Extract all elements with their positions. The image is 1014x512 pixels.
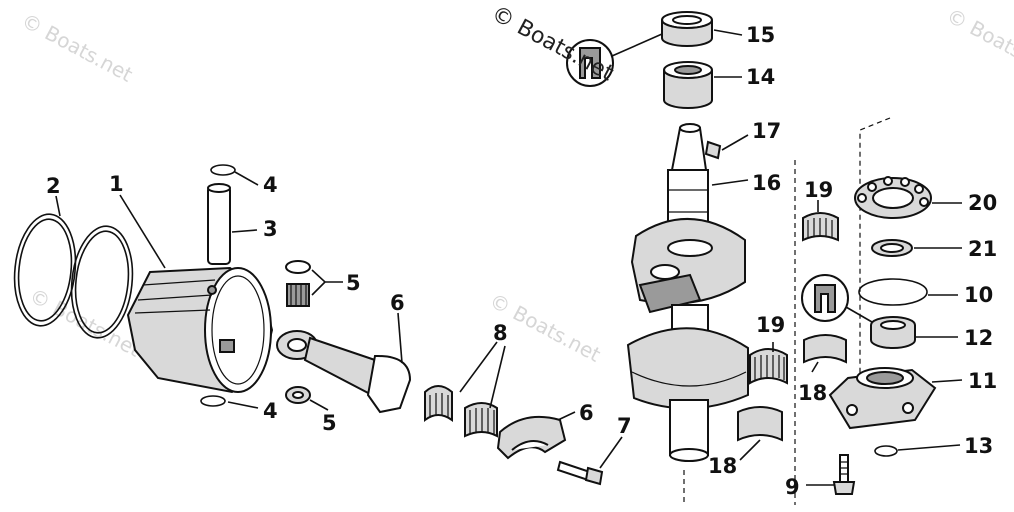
- callout-19-top: 19: [804, 178, 833, 202]
- callout-21: 21: [968, 237, 997, 261]
- woodruff-key: [704, 140, 722, 160]
- callout-12: 12: [964, 326, 993, 350]
- pin-clip-bottom: [200, 395, 226, 407]
- rod-cap: [496, 415, 567, 460]
- callout-2: 2: [46, 174, 61, 198]
- rod-bolt: [556, 460, 604, 486]
- top-bearing: [663, 61, 713, 109]
- callout-13: 13: [964, 434, 993, 458]
- callout-5-bottom: 5: [322, 411, 337, 435]
- callout-5-top: 5: [346, 271, 361, 295]
- callout-16: 16: [752, 171, 781, 195]
- callout-4-bottom: 4: [263, 399, 278, 423]
- callout-19-mid: 19: [756, 313, 785, 337]
- piston-rings: [13, 213, 134, 339]
- callout-10: 10: [964, 283, 993, 307]
- wrist-pin: [207, 183, 231, 265]
- callout-15: 15: [746, 23, 775, 47]
- crankshaft: [626, 123, 749, 462]
- callout-4-top: 4: [263, 173, 278, 197]
- callout-20: 20: [968, 191, 997, 215]
- o-ring: [858, 278, 928, 306]
- bearing-shell-lower: [737, 406, 783, 442]
- callout-18-bottom: 18: [708, 454, 737, 478]
- ball-bearing: [854, 176, 932, 219]
- bearing-retainer-ring: [871, 239, 913, 257]
- leader-lines: [55, 29, 963, 486]
- callout-6-rod: 6: [390, 291, 405, 315]
- bearing-shell-upper: [803, 334, 847, 364]
- rod-bearing-halves: [424, 385, 498, 438]
- watermark-top-left: © Boats.net: [18, 8, 137, 87]
- seal-inset-detail: [566, 33, 663, 87]
- washer: [874, 445, 898, 457]
- callout-9: 9: [785, 475, 800, 499]
- piston: [126, 266, 274, 394]
- callout-1: 1: [109, 172, 124, 196]
- assembly-lines: [683, 117, 891, 505]
- callout-8: 8: [493, 321, 508, 345]
- callout-7: 7: [617, 414, 632, 438]
- lower-seal-inset-detail: [801, 274, 873, 323]
- top-seal: [661, 11, 713, 47]
- small-end-bearing: [285, 260, 311, 404]
- watermark-top-right: © Boats: [943, 3, 1014, 63]
- callout-17: 17: [752, 119, 781, 143]
- lower-seal: [870, 316, 916, 349]
- center-bearing-upper: [802, 212, 839, 242]
- callout-6-cap: 6: [579, 401, 594, 425]
- callout-14: 14: [746, 65, 775, 89]
- callout-11: 11: [968, 369, 997, 393]
- pin-clip-top: [210, 164, 236, 176]
- lower-bearing-housing: [828, 367, 937, 430]
- center-bearing-lower-top: [749, 348, 788, 385]
- callout-3: 3: [263, 217, 278, 241]
- housing-screw: [832, 454, 856, 495]
- connecting-rod: [276, 330, 412, 414]
- callout-18-right: 18: [798, 381, 827, 405]
- callout-labels: 2 1 4 3 5 6 8 4 5 6 7 15 14 17 16 19 20 …: [46, 23, 997, 499]
